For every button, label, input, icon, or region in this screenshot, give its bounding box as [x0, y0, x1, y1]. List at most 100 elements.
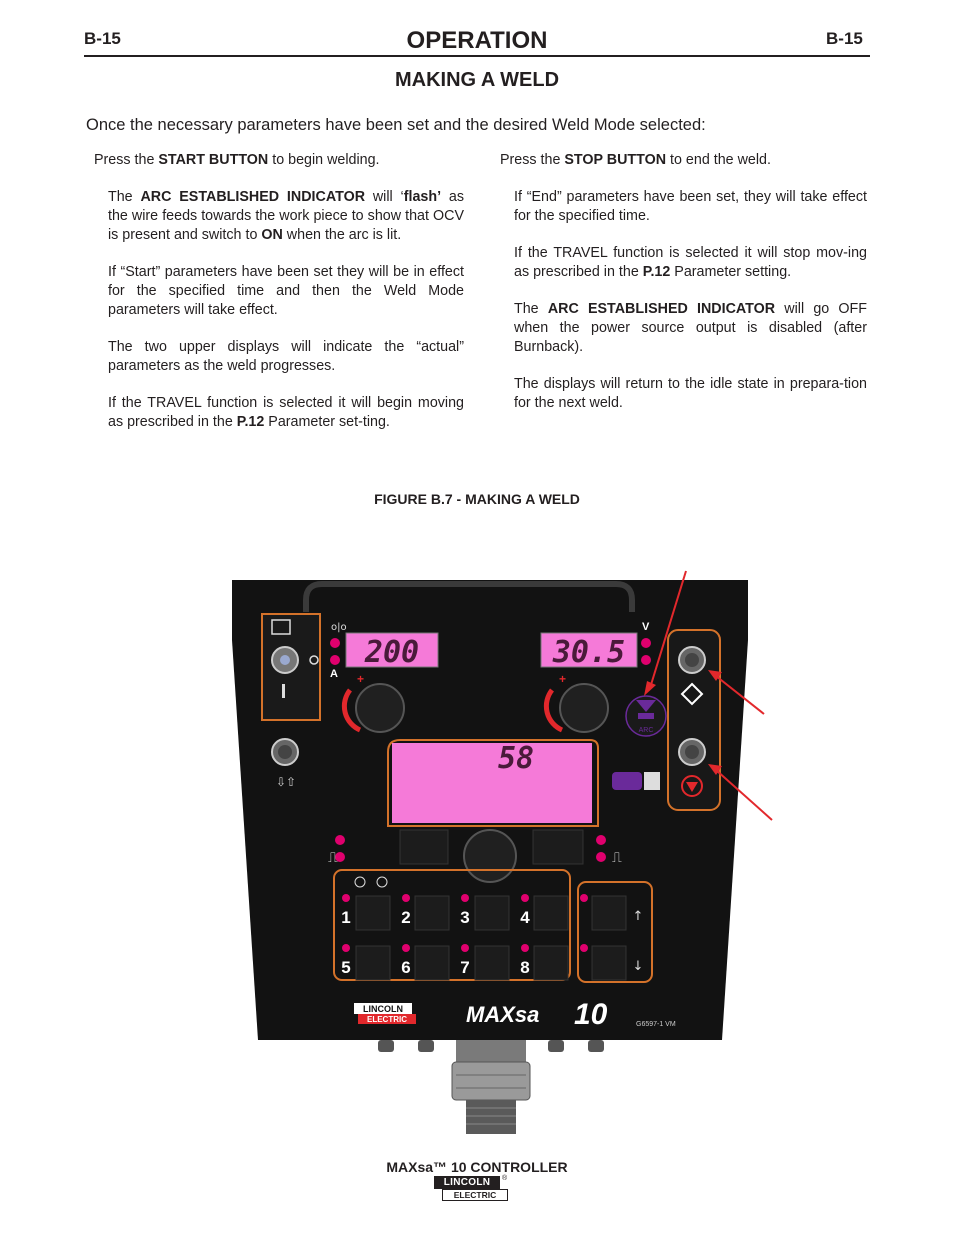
right-paragraph-1: If “End” parameters have been set, they … — [514, 189, 867, 224]
number-keypad: 1 2 3 4 5 6 7 8 — [341, 894, 569, 981]
start-callout-arrow — [715, 675, 765, 715]
memory-panel — [333, 869, 571, 981]
label-v: V — [642, 621, 650, 633]
stop-icon — [681, 775, 703, 797]
foot-1 — [378, 1040, 394, 1052]
knob-center[interactable] — [463, 829, 517, 883]
memory-key-2[interactable] — [414, 895, 450, 931]
stop-icon-triangle — [686, 782, 698, 792]
center-display-frame — [387, 739, 599, 827]
key-label-4: 4 — [520, 908, 530, 927]
display-right — [540, 632, 638, 668]
right-paragraph-3: The ARC ESTABLISHED INDICATOR will go OF… — [514, 301, 868, 355]
display-center — [392, 743, 592, 823]
memory-key-6[interactable] — [414, 945, 450, 981]
start-callout-arrowhead — [708, 670, 722, 681]
memory-indicator — [612, 772, 642, 790]
brand-logo-bottom: ELECTRIC — [367, 1015, 407, 1024]
page-title: OPERATION — [406, 27, 548, 54]
product-name: MAXsa — [466, 1002, 539, 1027]
intro-text: Once the necessary parameters have been … — [86, 116, 706, 134]
cold-feed-icon: ⇩⇧ — [276, 775, 296, 789]
foot-2 — [418, 1040, 434, 1052]
footer-logo-top: LINCOLN — [434, 1176, 500, 1189]
section-title: MAKING A WELD — [394, 69, 560, 91]
led-wfs — [330, 638, 340, 648]
start-end-icon: ⎍ — [612, 850, 622, 866]
jog-up-button[interactable] — [591, 895, 627, 931]
arc-label: ARC — [639, 727, 654, 734]
mode-select-button-left[interactable] — [399, 829, 449, 865]
right-column: Press the STOP BUTTON to end the weld. I… — [500, 151, 867, 431]
cable-connector — [451, 1040, 531, 1134]
left-paragraph-1: The ARC ESTABLISHED INDICATOR will ‘flas… — [108, 189, 465, 243]
jog-down-button[interactable] — [591, 945, 627, 981]
left-column: Press the START BUTTON to begin welding.… — [94, 151, 464, 450]
left-paragraph-3: The two upper displays will indicate the… — [108, 339, 464, 374]
display-left — [345, 632, 439, 668]
key-label-7: 7 — [460, 958, 469, 977]
start-stop-panel — [667, 629, 721, 811]
left-paragraph-2: If “Start” parameters have been set they… — [108, 264, 464, 318]
display-right-value: 30.5 — [552, 635, 625, 670]
memory-key-5[interactable] — [355, 945, 391, 981]
save-memory-icon — [354, 876, 366, 888]
jog-panel — [577, 881, 653, 983]
left-lead: Press the START BUTTON to begin welding. — [94, 152, 380, 168]
stop-callout-arrowhead — [708, 764, 722, 775]
off-icon — [309, 655, 319, 665]
led-mode-1 — [335, 835, 345, 845]
memory-key-3[interactable] — [474, 895, 510, 931]
display-left-value: 200 — [364, 635, 419, 670]
key-label-6: 6 — [401, 958, 410, 977]
brand-logo-top: LINCOLN — [363, 1004, 403, 1014]
led-start-end-1 — [596, 835, 606, 845]
led-mode-2 — [335, 852, 345, 862]
weld-mode-icon: ⎍ — [328, 850, 338, 866]
led-amps — [330, 655, 340, 665]
start-icon — [680, 682, 704, 706]
page-number-right: B-15 — [826, 29, 863, 48]
key-label-8: 8 — [520, 958, 529, 977]
knob-right-plus-icon: + — [559, 672, 566, 686]
knob-right[interactable] — [559, 683, 609, 733]
jog-down-icon: ↓ — [633, 959, 644, 974]
key-label-5: 5 — [341, 958, 350, 977]
footer-product: MAXsa™ 10 CONTROLLER — [386, 1159, 568, 1175]
knob-right-arc — [543, 688, 564, 733]
handle — [303, 581, 635, 612]
cold-feed-button-center — [278, 745, 292, 759]
arc-callout-arrow — [649, 570, 687, 689]
knob-left-arc — [341, 688, 362, 733]
memory-key-4[interactable] — [533, 895, 569, 931]
stop-button-center — [685, 745, 699, 759]
memory-key-1[interactable] — [355, 895, 391, 931]
memory-icon — [644, 772, 660, 790]
display-center-value: 58 — [498, 741, 534, 776]
left-paragraph-4: If the TRAVEL function is selected it wi… — [108, 395, 464, 430]
memory-key-7[interactable] — [474, 945, 510, 981]
callout-arrows — [644, 570, 773, 821]
stop-callout-arrow — [715, 769, 773, 821]
led-trim — [641, 655, 651, 665]
memory-key-8[interactable] — [533, 945, 569, 981]
knob-left-plus-icon: + — [357, 672, 364, 686]
key-label-3: 3 — [460, 908, 469, 927]
knob-left[interactable] — [355, 683, 405, 733]
on-icon — [282, 684, 285, 698]
right-lead: Press the STOP BUTTON to end the weld. — [500, 152, 771, 168]
mode-select-button-right[interactable] — [532, 829, 584, 865]
led-start-end-2 — [596, 852, 606, 862]
key-label-1: 1 — [341, 908, 350, 927]
foot-3 — [548, 1040, 564, 1052]
right-paragraph-4: The displays will return to the idle sta… — [514, 376, 867, 411]
brand-logo-top-bg — [354, 1003, 412, 1014]
part-code: G6597-1 VM — [636, 1021, 676, 1028]
key-label-2: 2 — [401, 908, 410, 927]
arc-spark-icon — [638, 713, 654, 719]
figure-caption: FIGURE B.7 - MAKING A WELD — [374, 491, 580, 507]
jog-up-icon: ↑ — [633, 909, 644, 924]
footer-logo-bottom: ELECTRIC — [442, 1189, 508, 1201]
led-volts — [641, 638, 651, 648]
